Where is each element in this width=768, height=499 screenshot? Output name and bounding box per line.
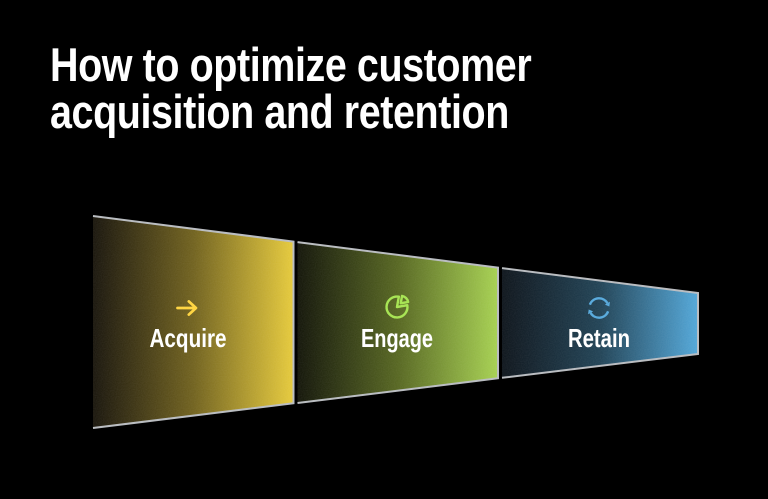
page-title: How to optimize customer acquisition and… (50, 38, 532, 138)
page-title-line2: acquisition and retention (50, 85, 509, 138)
grain-texture-overlay (93, 216, 698, 428)
page-title-line1: How to optimize customer (50, 38, 532, 91)
